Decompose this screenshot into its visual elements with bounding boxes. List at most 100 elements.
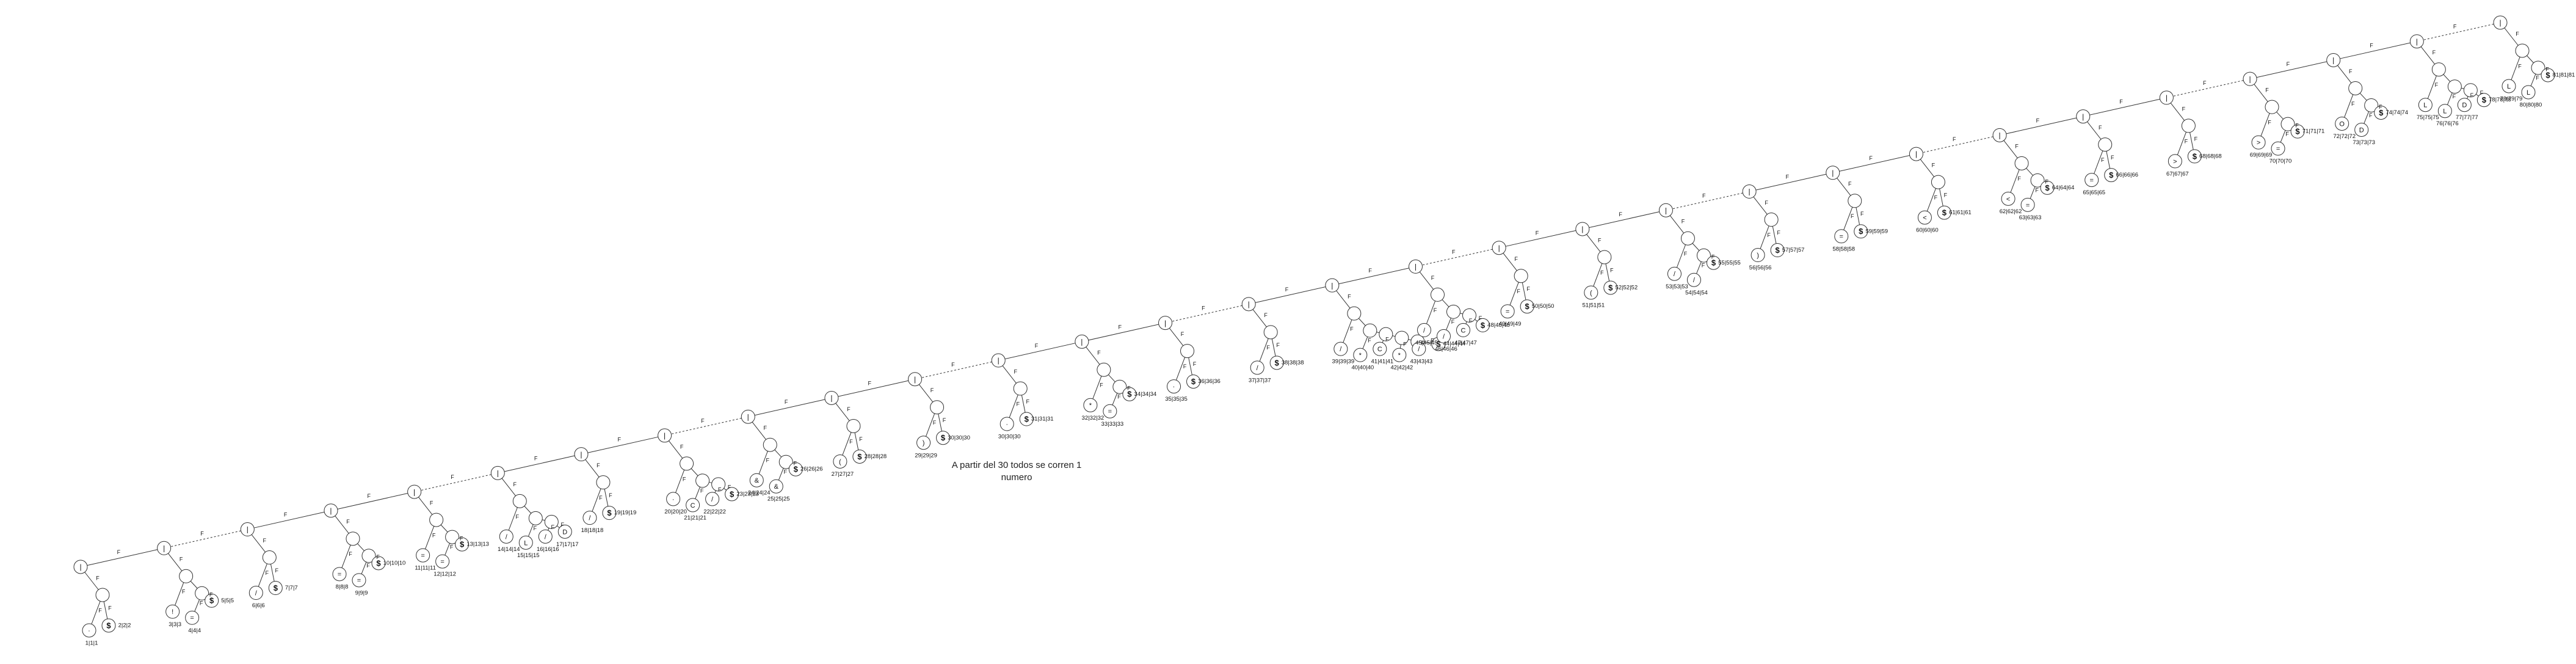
internal-node [1462, 308, 1476, 323]
spine-edge [1749, 172, 1833, 192]
leaf-index-label: 30|30|30 [998, 434, 1021, 440]
edge-label-f: F [1434, 307, 1437, 313]
edge-label-f: F [2470, 92, 2474, 98]
spine-node-symbol: | [1749, 188, 1751, 196]
spine-edge [1999, 116, 2083, 136]
node-symbol: $ [730, 489, 735, 498]
spine-node-symbol: | [2416, 37, 2418, 46]
edge-label-f: F [1765, 200, 1768, 206]
edge-label-f: F [1711, 254, 1715, 260]
spine-node-symbol: | [1248, 300, 1250, 308]
edge-label-f: F [718, 486, 722, 492]
leaf-index-label: 3|3|3 [169, 621, 181, 628]
leaf-index-label: 20|20|20 [664, 508, 687, 515]
edge-label-f: F [2349, 68, 2353, 75]
leaf-index-label: 6|6|6 [252, 602, 265, 609]
edge-label-f: F [430, 500, 434, 506]
edge-label-f: F [2203, 80, 2207, 86]
spine-node-symbol: | [830, 394, 832, 403]
leaf-node [1937, 205, 1951, 220]
edge-label-f: F [1869, 155, 1873, 161]
internal-node [2280, 117, 2295, 131]
leaf-index-label: 38|38|38 [1282, 359, 1304, 366]
spine-edge [1081, 323, 1166, 342]
edge-label-f: F [96, 575, 100, 581]
leaf-index-label: 69|69|69 [2250, 152, 2273, 159]
node-symbol: · [1173, 383, 1175, 390]
edge-label-f: F [951, 362, 955, 368]
edge-label-f: F [516, 514, 520, 520]
leaf-index-label: 23|23|23 [736, 491, 759, 497]
node-symbol: ) [1757, 252, 1759, 259]
leaf-index-label: 34|34|34 [1134, 391, 1157, 398]
node-symbol: / [1340, 346, 1342, 353]
edge-label-f: F [2119, 99, 2123, 105]
edge-label-f: F [763, 425, 767, 431]
edge-label-f: F [432, 532, 436, 538]
leaf-index-label: 13|13|13 [466, 541, 489, 548]
edge-label-f: F [200, 600, 203, 607]
spine-node-symbol: | [1915, 150, 1917, 158]
edge-label-f: F [2285, 131, 2289, 137]
internal-node [1379, 327, 1393, 341]
spine-edge [1582, 210, 1666, 230]
edge-label-f: F [1403, 341, 1407, 348]
node-symbol: ( [839, 458, 841, 465]
leaf-node [1917, 210, 1932, 225]
leaf-node [416, 548, 430, 563]
spine-edge [1666, 191, 1750, 211]
spine-node [2243, 71, 2257, 86]
internal-node [2364, 98, 2379, 112]
leaf-node [2502, 79, 2516, 93]
edge-label-f: F [561, 522, 565, 528]
spine-node [407, 484, 422, 499]
node-symbol: $ [941, 433, 946, 442]
edge-label-f: F [701, 418, 705, 424]
edge-label-f: F [1368, 338, 1371, 344]
spine-node [2076, 109, 2091, 124]
leaf-index-label: 15|15|15 [517, 552, 540, 559]
spine-edge [1499, 228, 1583, 249]
edge-label-f: F [868, 380, 871, 386]
internal-node [1347, 306, 1362, 321]
edge-label-f: F [1786, 174, 1790, 180]
node-symbol: / [1423, 327, 1426, 334]
node-symbol: $ [376, 558, 381, 567]
leaf-index-label: 72|72|72 [2333, 133, 2356, 140]
node-symbol: = [2026, 202, 2030, 209]
leaf-node [2168, 154, 2182, 169]
internal-node [179, 569, 194, 583]
node-symbol: / [711, 496, 714, 503]
internal-node [2447, 79, 2462, 94]
leaf-node [749, 473, 764, 487]
leaf-node [2437, 104, 2452, 119]
leaf-index-label: 49|49|49 [1499, 321, 1522, 327]
edge-label-f: F [451, 474, 454, 480]
edge-label-f: F [2111, 155, 2114, 161]
internal-node [846, 418, 861, 433]
leaf-index-label: 57|57|57 [1782, 247, 1805, 254]
leaf-index-label: 81|81|81 [2553, 72, 2575, 79]
leaf-index-label: 79|79|79 [2500, 96, 2523, 103]
internal-node [1696, 248, 1711, 263]
spine-node-symbol: | [1498, 244, 1500, 252]
edge-label-f: F [1202, 305, 1205, 312]
internal-node [2515, 43, 2530, 58]
edge-label-f: F [2351, 101, 2355, 107]
leaf-node [686, 498, 700, 513]
leaf-index-label: 47|47|47 [1454, 340, 1477, 346]
leaf-node [788, 462, 803, 476]
spine-node [2159, 90, 2174, 105]
spine-node [2326, 53, 2341, 67]
leaf-node [582, 511, 597, 525]
leaf-index-label: 74|74|74 [2386, 109, 2408, 116]
leaf-node [1603, 280, 1618, 295]
leaf-index-label: 71|71|71 [2302, 128, 2325, 135]
node-symbol: L [2443, 108, 2447, 115]
leaf-index-label: 64|64|64 [2052, 184, 2075, 191]
leaf-node [101, 618, 116, 633]
internal-node [1363, 323, 1377, 338]
leaf-index-label: 48|48|48 [1487, 322, 1510, 329]
leaf-index-label: 43|43|43 [1410, 359, 1433, 365]
node-symbol: $ [274, 583, 278, 593]
